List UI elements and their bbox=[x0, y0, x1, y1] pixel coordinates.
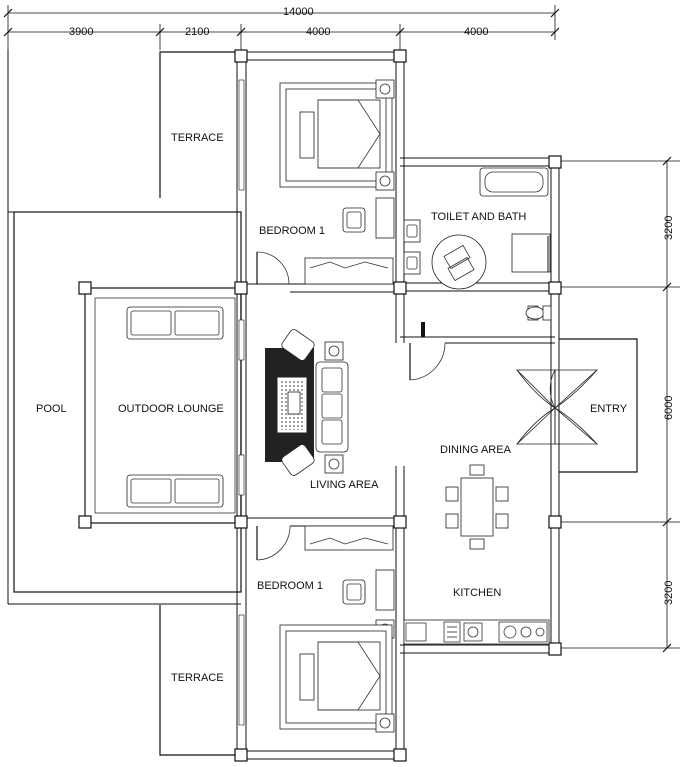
desk-bottom bbox=[375, 569, 395, 611]
dimension-seg-2: 2100 bbox=[185, 26, 209, 38]
dimension-right-top: 3200 bbox=[663, 216, 675, 240]
dimension-right-mid: 6000 bbox=[663, 396, 675, 420]
label-toilet-bath: TOILET AND BATH bbox=[431, 211, 526, 223]
building-walls bbox=[236, 51, 560, 760]
label-bedroom-top: BEDROOM 1 bbox=[259, 225, 325, 237]
wardrobe-bottom bbox=[304, 525, 394, 551]
dimension-right-bottom: 3200 bbox=[663, 581, 675, 605]
bed-top bbox=[279, 82, 393, 188]
dimension-seg-1: 3900 bbox=[69, 26, 93, 38]
armchair-living-2 bbox=[281, 444, 315, 476]
shower bbox=[511, 233, 551, 273]
sink-2 bbox=[403, 251, 421, 275]
wheelchair-symbol bbox=[431, 234, 487, 290]
terrace-top bbox=[159, 51, 241, 198]
label-entry: ENTRY bbox=[590, 403, 628, 415]
door-bedroom-top bbox=[256, 251, 290, 285]
armchair-top bbox=[342, 207, 366, 233]
bed-bottom bbox=[279, 624, 393, 730]
dimension-seg-3: 4000 bbox=[306, 26, 330, 38]
toilet bbox=[525, 305, 552, 321]
sofa bbox=[315, 361, 349, 453]
armchair-bottom bbox=[342, 579, 366, 605]
rug bbox=[265, 348, 314, 462]
desk-top bbox=[375, 197, 395, 239]
sink-1 bbox=[403, 219, 421, 243]
kitchen-counter bbox=[403, 619, 550, 645]
sun-lounger-bottom bbox=[126, 474, 224, 508]
label-living-area: LIVING AREA bbox=[310, 479, 379, 491]
left-wall-windows bbox=[238, 79, 245, 726]
label-terrace-top: TERRACE bbox=[171, 132, 224, 144]
nightstand-top-2 bbox=[375, 171, 395, 191]
nightstand-bottom-2 bbox=[375, 713, 395, 733]
outdoor-lounge-deck bbox=[84, 287, 242, 524]
side-table-2 bbox=[324, 454, 344, 474]
door-bath bbox=[409, 322, 446, 381]
side-table-1 bbox=[324, 341, 344, 361]
label-terrace-bottom: TERRACE bbox=[171, 672, 224, 684]
nightstand-top-1 bbox=[375, 79, 395, 99]
top-dimension-lines bbox=[3, 5, 560, 50]
label-pool: POOL bbox=[36, 403, 67, 415]
bathtub bbox=[479, 167, 549, 197]
right-dimension-lines bbox=[555, 156, 680, 653]
label-dining-area: DINING AREA bbox=[440, 444, 512, 456]
terrace-bottom bbox=[159, 605, 241, 756]
dimension-seg-4: 4000 bbox=[464, 26, 488, 38]
structural-columns bbox=[78, 49, 562, 762]
door-bedroom-bottom bbox=[256, 525, 291, 561]
label-bedroom-bottom: BEDROOM 1 bbox=[257, 580, 323, 592]
label-kitchen: KITCHEN bbox=[453, 587, 501, 599]
label-outdoor-lounge: OUTDOOR LOUNGE bbox=[118, 403, 224, 415]
sun-lounger-top bbox=[126, 306, 224, 340]
entry-porch bbox=[515, 338, 638, 473]
dimension-total: 14000 bbox=[283, 6, 314, 18]
armchair-living-1 bbox=[281, 329, 315, 361]
wardrobe-top bbox=[304, 257, 394, 285]
dining-table bbox=[445, 464, 509, 550]
